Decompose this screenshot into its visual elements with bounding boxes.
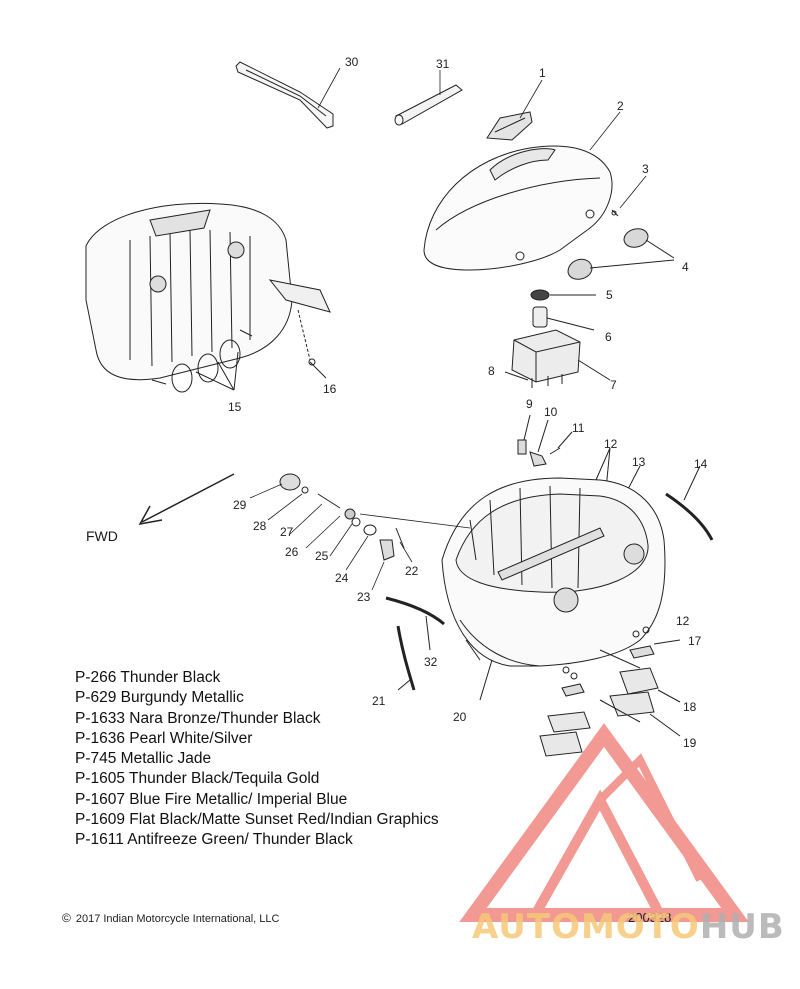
paint-code-item: P-1609 Flat Black/Matte Sunset Red/India… <box>75 811 439 829</box>
parts-17-18-19-mount-brackets <box>539 626 681 757</box>
callout-16: 16 <box>323 382 337 396</box>
part-30-trim-strip <box>235 61 334 129</box>
callout-1: 1 <box>539 66 546 80</box>
callout-17: 17 <box>688 634 702 648</box>
callout-28: 28 <box>253 519 267 533</box>
callout-31: 31 <box>436 57 450 71</box>
forward-direction-label: FWD <box>86 528 118 544</box>
watermark-text-part2: HUB <box>699 907 785 947</box>
part-20-saddlebag-body <box>441 477 666 701</box>
callout-14: 14 <box>694 457 708 471</box>
paint-code-item: P-1636 Pearl White/Silver <box>75 729 253 747</box>
paint-code-item: P-745 Metallic Jade <box>75 750 212 768</box>
callout-29: 29 <box>233 498 247 512</box>
paint-code-item: P-266 Thunder Black <box>75 669 221 686</box>
callout-22: 22 <box>405 564 419 578</box>
copyright-icon: © <box>62 911 71 925</box>
part-1-latch-cover <box>486 111 533 141</box>
callout-8: 8 <box>488 364 495 378</box>
part-6-lock-cylinder <box>532 306 595 331</box>
callout-2: 2 <box>617 99 624 113</box>
callout-25: 25 <box>315 549 329 563</box>
diagram-reference-number: 200328 <box>628 910 672 925</box>
callout-23: 23 <box>357 590 371 604</box>
callout-32: 32 <box>424 655 438 669</box>
callout-10: 10 <box>544 405 558 419</box>
part-31-seal-tube <box>394 84 463 126</box>
forward-arrow-icon <box>138 473 235 526</box>
callout-leaders <box>249 67 647 591</box>
callout-11: 11 <box>572 421 585 435</box>
paint-code-item: P-1633 Nara Bronze/Thunder Black <box>75 709 321 727</box>
copyright-notice: © 2017 Indian Motorcycle International, L… <box>62 911 279 925</box>
parts-21-32-trim-strips <box>385 596 445 691</box>
paint-code-item: P-629 Burgundy Metallic <box>75 689 244 707</box>
part-7-latch-mechanism <box>511 329 611 383</box>
callout-6: 6 <box>605 330 612 344</box>
callout-30: 30 <box>345 55 359 69</box>
callout-7: 7 <box>610 378 617 392</box>
callout-12-lower: 12 <box>676 614 690 628</box>
callout-9: 9 <box>526 397 533 411</box>
paint-code-item: P-1611 Antifreeze Green/ Thunder Black <box>75 831 353 849</box>
part-5-spring <box>530 289 596 301</box>
callout-18: 18 <box>683 700 697 714</box>
callout-27: 27 <box>280 525 294 539</box>
callout-4: 4 <box>682 260 689 274</box>
part-3-screw <box>611 209 619 217</box>
callout-13: 13 <box>632 455 646 469</box>
callout-5: 5 <box>606 288 613 302</box>
callout-3: 3 <box>642 162 649 176</box>
part-2-saddlebag-lid <box>423 145 613 271</box>
watermark-logo-icon <box>459 723 749 922</box>
callout-24: 24 <box>335 571 349 585</box>
callout-12: 12 <box>604 437 618 451</box>
callout-20: 20 <box>453 710 467 724</box>
watermark-text-part1: AUTOMOTO <box>472 907 700 947</box>
part-4-hinge-caps <box>567 228 675 280</box>
part-14-weather-strip <box>665 465 714 541</box>
part-16-tether-cable <box>297 309 327 379</box>
part-15-saddlebag-rear-view <box>85 202 331 393</box>
paint-code-legend: P-266 Thunder Black P-629 Burgundy Metal… <box>75 668 439 851</box>
parts-9-10-11-hardware <box>517 414 573 467</box>
callout-26: 26 <box>285 545 299 559</box>
watermark-text: AUTOMOTOHUB <box>472 907 785 947</box>
paint-code-item: P-1605 Thunder Black/Tequila Gold <box>75 770 320 788</box>
part-8-screws <box>504 371 563 388</box>
callout-15: 15 <box>228 400 242 414</box>
parts-24-29-hardware-stack <box>279 473 471 561</box>
paint-code-item: P-1607 Blue Fire Metallic/ Imperial Blue <box>75 790 348 808</box>
callout-21: 21 <box>372 694 386 708</box>
copyright-text: 2017 Indian Motorcycle International, LL… <box>75 913 280 925</box>
callout-19: 19 <box>683 736 697 750</box>
